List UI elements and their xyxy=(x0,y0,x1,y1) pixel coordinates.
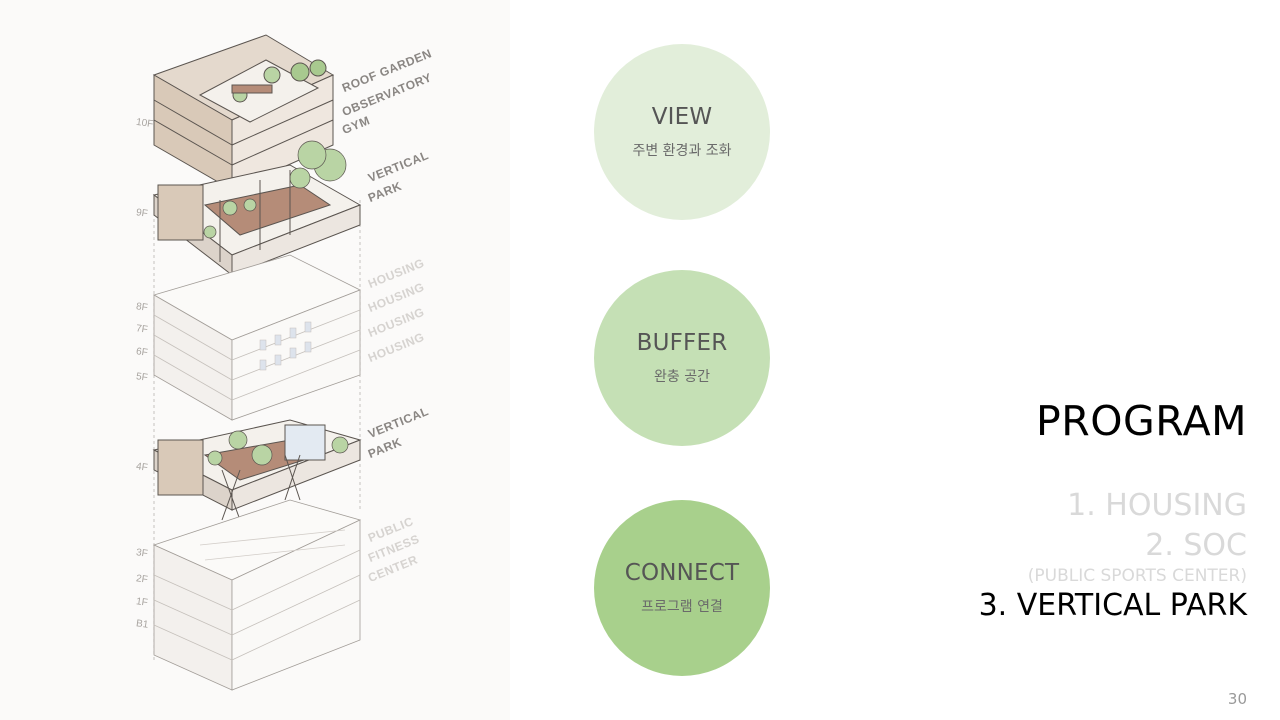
floor-label-7f: 7F xyxy=(135,323,149,336)
program-list: 1. HOUSING 2. SOC (PUBLIC SPORTS CENTER)… xyxy=(979,486,1247,626)
circle-buffer-subtitle: 완충 공간 xyxy=(654,369,710,385)
floor-label-2f: 2F xyxy=(135,573,149,586)
circle-view-subtitle: 주변 환경과 조화 xyxy=(632,143,732,159)
program-item-housing: 1. HOUSING xyxy=(1067,488,1247,523)
program-item-soc-note: (PUBLIC SPORTS CENTER) xyxy=(1027,566,1247,586)
block-roof xyxy=(152,34,335,191)
program-title: PROGRAM xyxy=(1035,397,1247,445)
floor-label-b1: B1 xyxy=(135,618,149,631)
block-housing xyxy=(152,254,361,421)
floor-label-8f: 8F xyxy=(135,301,149,314)
exploded-building-drawing xyxy=(152,34,362,691)
axonometric-diagram: 10F 9F 8F 7F 6F 5F 4F 3F 2F 1F B1 ROOF G… xyxy=(0,0,510,720)
page-number: 30 xyxy=(1227,690,1247,708)
block-vertical-park-lower xyxy=(152,419,362,521)
program-item-soc: 2. SOC xyxy=(1145,528,1247,563)
floor-label-1f: 1F xyxy=(135,596,149,609)
floor-label-6f: 6F xyxy=(135,346,149,359)
block-vertical-park-upper xyxy=(152,140,362,277)
floor-label-9f: 9F xyxy=(135,207,149,220)
circle-connect-subtitle: 프로그램 연결 xyxy=(641,599,723,615)
floor-label-3f: 3F xyxy=(135,547,149,560)
circle-connect-title: CONNECT xyxy=(624,560,740,586)
floor-label-5f: 5F xyxy=(135,371,149,384)
circle-buffer: BUFFER 완충 공간 xyxy=(594,270,770,446)
block-fitness-center xyxy=(152,499,362,691)
program-item-vertical-park: 3. VERTICAL PARK xyxy=(978,588,1247,623)
circle-view-title: VIEW xyxy=(651,104,713,130)
floor-label-4f: 4F xyxy=(135,461,149,474)
circle-view: VIEW 주변 환경과 조화 xyxy=(594,44,770,220)
circle-connect: CONNECT 프로그램 연결 xyxy=(594,500,770,676)
floor-label-10f: 10F xyxy=(135,116,154,131)
circle-buffer-title: BUFFER xyxy=(636,330,728,356)
